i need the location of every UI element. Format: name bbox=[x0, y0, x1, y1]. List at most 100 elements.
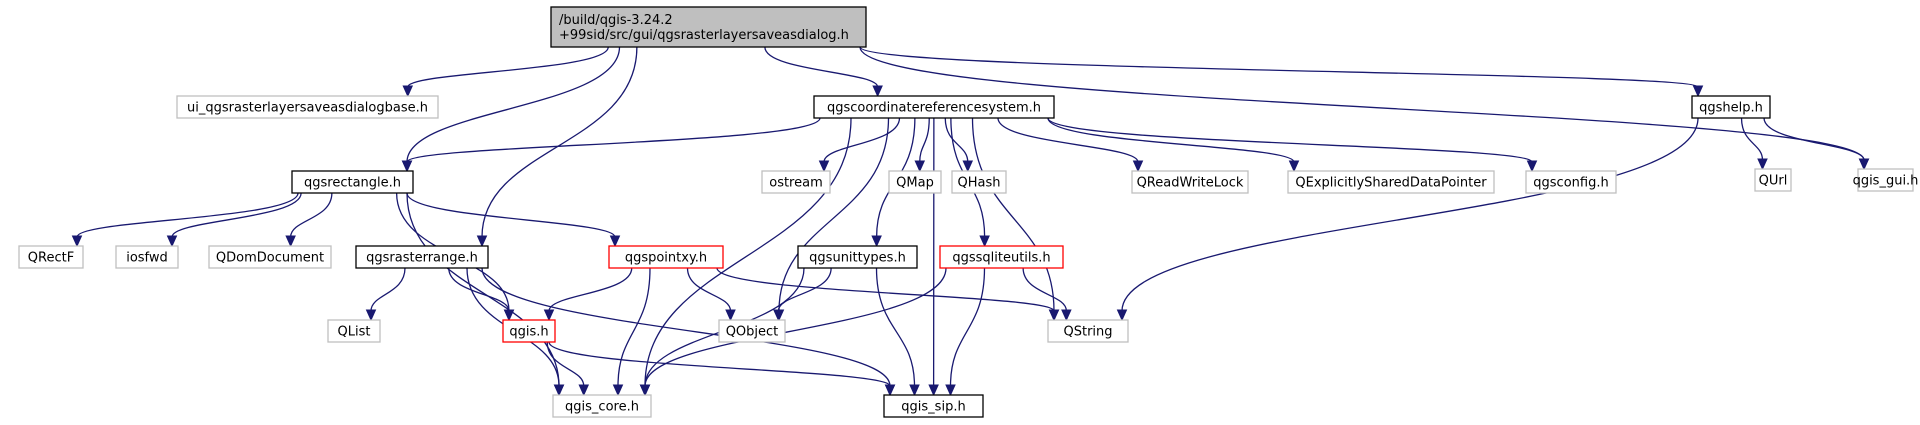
node-box bbox=[355, 245, 489, 269]
edge-qgsrasterrange-to-QList bbox=[365, 267, 406, 322]
node-label: qgis_core.h bbox=[565, 400, 639, 415]
node-label: ui_qgsrasterlayersaveasdialogbase.h bbox=[187, 101, 428, 116]
edge-qgssqliteutils-to-qgis_sip bbox=[945, 267, 986, 397]
nodes-layer: /build/qgis-3.24.2+99sid/src/gui/qgsrast… bbox=[18, 6, 1919, 418]
node-label: QMap bbox=[896, 176, 934, 191]
node-label: QHash bbox=[958, 176, 1001, 191]
node-box bbox=[939, 245, 1064, 269]
edge-qgshelp-to-QUrl bbox=[1740, 117, 1768, 171]
edge-qgsunittypes-to-QObject bbox=[773, 267, 832, 322]
node-QObject: QObject bbox=[718, 319, 786, 343]
node-box bbox=[502, 319, 556, 343]
node-qgsrasterrange[interactable]: qgsrasterrange.h bbox=[355, 245, 489, 269]
node-box bbox=[1525, 170, 1617, 194]
edge-qgspointxy-to-qgis_core bbox=[612, 267, 651, 397]
edge-qgsunittypes-to-qgis_sip bbox=[875, 267, 920, 397]
node-QHash: QHash bbox=[951, 170, 1007, 194]
node-qgsunittypes[interactable]: qgsunittypes.h bbox=[797, 245, 918, 269]
edge-qgsrasterrange-to-qgis bbox=[448, 267, 515, 322]
node-label: qgspointxy.h bbox=[625, 251, 707, 266]
node-QMap: QMap bbox=[888, 170, 942, 194]
node-label: ostream bbox=[769, 176, 823, 191]
node-qgis_gui: qgis_gui.h bbox=[1853, 168, 1919, 192]
node-label: QRectF bbox=[28, 251, 74, 266]
node-box bbox=[1691, 95, 1771, 119]
edge-root-to-qgsrasterrange bbox=[476, 46, 638, 248]
node-label: qgshelp.h bbox=[1699, 101, 1763, 116]
edge-qgshelp-to-qgis_gui bbox=[1763, 117, 1870, 171]
edge-crs-to-ostream bbox=[818, 117, 901, 173]
edge-qgsrectangle-to-qgis_core bbox=[406, 192, 565, 397]
edge-crs-to-QString bbox=[971, 117, 1060, 322]
edge-qgsrectangle-to-iosfwd bbox=[166, 192, 302, 248]
edge-root-to-qgshelp bbox=[859, 46, 1704, 98]
node-QESDP: QExplicitlySharedDataPointer bbox=[1287, 170, 1495, 194]
node-QUrl: QUrl bbox=[1754, 168, 1792, 192]
node-qgis_sip[interactable]: qgis_sip.h bbox=[883, 394, 984, 418]
node-box bbox=[1131, 170, 1249, 194]
node-qgis[interactable]: qgis.h bbox=[502, 319, 556, 343]
node-box bbox=[797, 245, 918, 269]
edge-qgshelp-to-QString bbox=[1116, 117, 1699, 322]
node-box bbox=[552, 394, 652, 418]
node-label: +99sid/src/gui/qgsrasterlayersaveasdialo… bbox=[559, 28, 849, 43]
node-qgsconfig: qgsconfig.h bbox=[1525, 170, 1617, 194]
node-qgshelp[interactable]: qgshelp.h bbox=[1691, 95, 1771, 119]
edge-qgis-to-qgis_core bbox=[546, 341, 590, 397]
edge-qgspointxy-to-QString bbox=[716, 267, 1060, 322]
node-QRectF: QRectF bbox=[18, 245, 84, 269]
node-label: QString bbox=[1063, 325, 1112, 340]
node-box bbox=[1857, 168, 1914, 192]
node-crs[interactable]: qgscoordinatereferencesystem.h bbox=[813, 95, 1055, 119]
node-label: qgsrectangle.h bbox=[304, 176, 401, 191]
edge-qgis-to-qgis_sip bbox=[548, 341, 896, 397]
node-QDomDocument: QDomDocument bbox=[208, 245, 332, 269]
edge-qgspointxy-to-QObject bbox=[686, 267, 736, 322]
edge-qgsrectangle-to-QRectF bbox=[71, 192, 299, 248]
edge-qgssqliteutils-to-qgis_core bbox=[639, 267, 947, 397]
node-label: QUrl bbox=[1759, 174, 1788, 189]
node-label: qgsrasterrange.h bbox=[366, 251, 478, 266]
node-label: QObject bbox=[726, 325, 779, 340]
node-label: iosfwd bbox=[126, 251, 168, 266]
node-box bbox=[951, 170, 1007, 194]
node-label: QReadWriteLock bbox=[1137, 176, 1244, 191]
edge-crs-to-qgsrectangle bbox=[401, 117, 821, 173]
node-box bbox=[1287, 170, 1495, 194]
node-box bbox=[327, 319, 381, 343]
node-label: QList bbox=[338, 325, 371, 340]
node-qgspointxy[interactable]: qgspointxy.h bbox=[608, 245, 724, 269]
edge-crs-to-QHash bbox=[944, 117, 974, 173]
edge-qgsrectangle-to-qgspointxy bbox=[406, 192, 621, 248]
node-label: qgsconfig.h bbox=[1533, 176, 1608, 191]
edge-crs-to-QMap bbox=[914, 117, 930, 173]
node-ostream: ostream bbox=[761, 170, 831, 194]
edge-qgspointxy-to-qgis bbox=[543, 267, 633, 322]
node-qgis_core: qgis_core.h bbox=[552, 394, 652, 418]
node-box bbox=[18, 245, 84, 269]
node-box bbox=[1754, 168, 1792, 192]
node-root[interactable]: /build/qgis-3.24.2+99sid/src/gui/qgsrast… bbox=[550, 6, 867, 48]
node-label: qgis_gui.h bbox=[1853, 174, 1919, 189]
edge-crs-to-qgsconfig bbox=[1047, 117, 1538, 173]
node-box bbox=[208, 245, 332, 269]
node-qgsrectangle[interactable]: qgsrectangle.h bbox=[291, 170, 414, 194]
edge-crs-to-qgis_sip bbox=[928, 117, 939, 397]
edges-layer bbox=[71, 46, 1870, 397]
node-box bbox=[608, 245, 724, 269]
node-label: QDomDocument bbox=[216, 251, 324, 266]
node-ui_base: ui_qgsrasterlayersaveasdialogbase.h bbox=[176, 95, 439, 119]
node-box bbox=[291, 170, 414, 194]
node-QString: QString bbox=[1047, 319, 1129, 343]
edge-qgsrectangle-to-QDomDocument bbox=[285, 192, 333, 248]
node-box bbox=[176, 95, 439, 119]
node-box bbox=[888, 170, 942, 194]
node-box bbox=[883, 394, 984, 418]
node-box bbox=[115, 245, 179, 269]
node-qgssqliteutils[interactable]: qgssqliteutils.h bbox=[939, 245, 1064, 269]
node-box bbox=[550, 6, 867, 48]
edge-root-to-ui_base bbox=[402, 46, 609, 98]
node-label: qgssqliteutils.h bbox=[952, 251, 1050, 266]
node-QReadWriteLock: QReadWriteLock bbox=[1131, 170, 1249, 194]
